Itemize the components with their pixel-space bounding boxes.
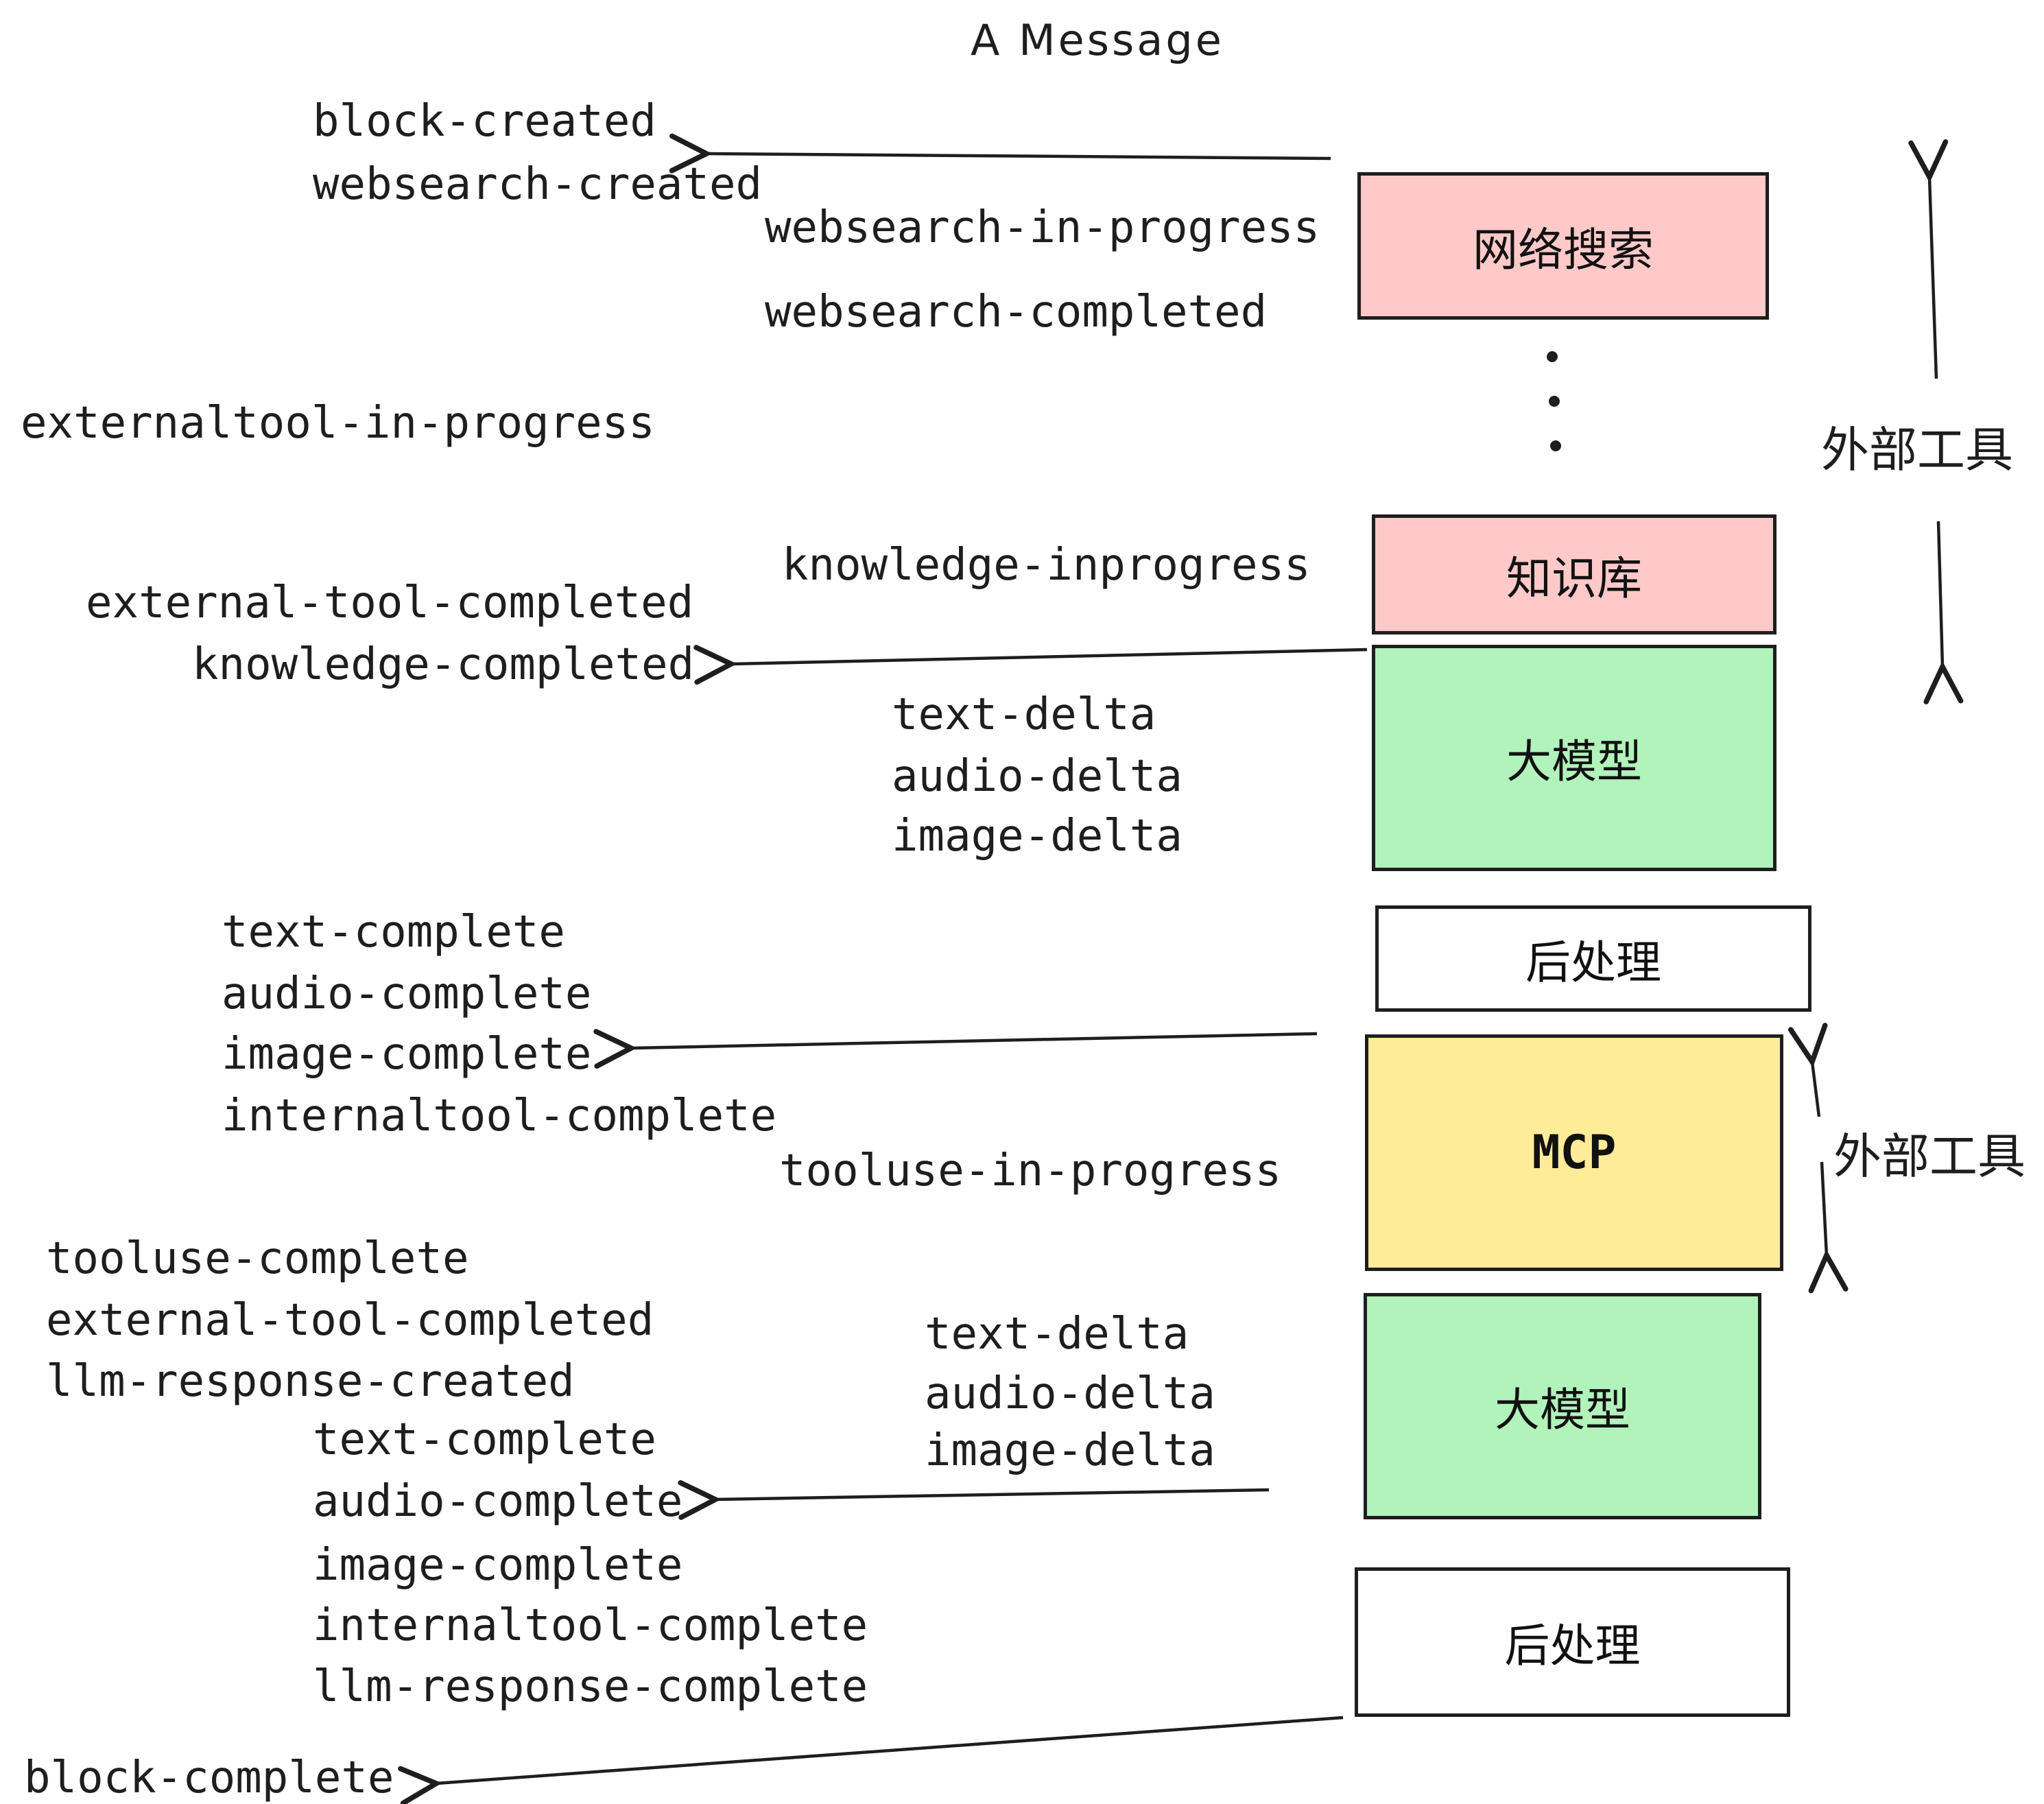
external-tool-mid-down-arrow	[1808, 1161, 1849, 1294]
external-tool-mid-up-arrow	[1787, 1023, 1828, 1117]
event-external-tool-completed-2: external-tool-completed	[46, 1295, 654, 1346]
external-tool-top-down-arrow	[1923, 521, 1964, 704]
event-image-delta-1: image-delta	[892, 811, 1183, 862]
event-image-delta-2: image-delta	[925, 1425, 1215, 1476]
event-tooluse-in-progress: tooluse-in-progress	[779, 1146, 1282, 1196]
ellipsis-dot	[1547, 351, 1558, 362]
box-knowledge-label: 知识库	[1506, 551, 1642, 605]
box-llm-1: 大模型	[1372, 645, 1776, 871]
event-websearch-completed: websearch-completed	[765, 287, 1268, 337]
arrow-llm2-to-audio-complete	[678, 1480, 1270, 1520]
event-llm-response-created: llm-response-created	[46, 1356, 575, 1407]
ellipsis-dot	[1549, 396, 1560, 407]
event-block-complete: block-complete	[24, 1753, 394, 1803]
event-audio-complete-2: audio-complete	[313, 1476, 683, 1527]
box-mcp-label: MCP	[1532, 1126, 1617, 1180]
event-external-tool-completed-1: external-tool-completed	[86, 578, 694, 628]
box-postprocess-2-label: 后处理	[1504, 1619, 1641, 1672]
event-knowledge-inprogress: knowledge-inprogress	[782, 540, 1311, 591]
external-tool-label-top: 外部工具	[1821, 422, 2013, 478]
event-tooluse-complete: tooluse-complete	[46, 1233, 469, 1284]
box-llm-1-label: 大模型	[1506, 735, 1642, 788]
event-audio-delta-1: audio-delta	[892, 751, 1183, 802]
event-text-complete-1: text-complete	[222, 907, 565, 958]
event-block-created: block-created	[313, 96, 656, 147]
event-websearch-in-progress: websearch-in-progress	[765, 202, 1320, 253]
box-llm-2-label: 大模型	[1495, 1384, 1630, 1436]
diagram-title: A Message	[971, 15, 1224, 65]
ellipsis-dot	[1550, 440, 1561, 451]
event-audio-delta-2: audio-delta	[925, 1368, 1215, 1419]
event-llm-response-complete: llm-response-complete	[313, 1661, 868, 1712]
box-postprocess-1: 后处理	[1375, 905, 1811, 1012]
event-websearch-created: websearch-created	[313, 159, 763, 210]
arrow-post1-to-image-complete	[593, 1029, 1318, 1069]
event-text-complete-2: text-complete	[313, 1414, 656, 1465]
box-websearch: 网络搜索	[1357, 172, 1769, 320]
box-postprocess-1-label: 后处理	[1525, 936, 1661, 989]
event-internaltool-complete-2: internaltool-complete	[313, 1600, 868, 1651]
external-tool-label-mid: 外部工具	[1833, 1128, 2025, 1185]
external-tool-top-up-arrow	[1908, 139, 1949, 379]
event-internaltool-complete-1: internaltool-complete	[222, 1091, 777, 1141]
arrow-post2-to-block-complete	[398, 1716, 1344, 1804]
box-mcp: MCP	[1365, 1034, 1783, 1271]
box-llm-2: 大模型	[1364, 1293, 1761, 1519]
event-externaltool-in-progress: externaltool-in-progress	[21, 398, 655, 449]
event-image-complete-1: image-complete	[222, 1029, 592, 1080]
event-audio-complete-1: audio-complete	[222, 969, 592, 1019]
box-websearch-label: 网络搜索	[1473, 223, 1654, 276]
arrow-llm1-to-knowledge-completed	[693, 645, 1368, 685]
arrow-websearch-to-block-created	[669, 133, 1331, 174]
event-text-delta-1: text-delta	[892, 689, 1156, 740]
event-text-delta-2: text-delta	[925, 1309, 1189, 1360]
event-knowledge-completed: knowledge-completed	[192, 639, 695, 690]
event-image-complete-2: image-complete	[313, 1540, 683, 1591]
box-postprocess-2: 后处理	[1355, 1567, 1790, 1717]
box-knowledge: 知识库	[1372, 514, 1776, 634]
